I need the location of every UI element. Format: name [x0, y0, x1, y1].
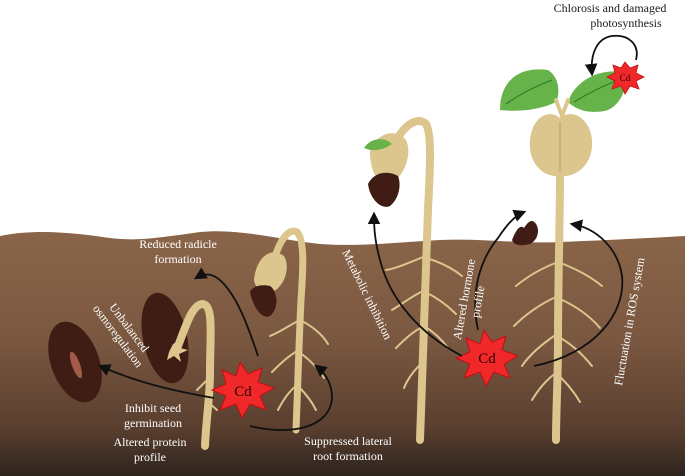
cd-label-left: Cd: [234, 384, 252, 400]
arrow-ros: [533, 219, 624, 367]
hooked-seedling: [250, 227, 329, 434]
soil: [0, 231, 685, 476]
label-altered-protein-1: Altered protein: [114, 435, 187, 449]
arrow-osmoregulation: [97, 364, 215, 399]
label-altered-hormone-2: profile: [468, 285, 487, 319]
mature-seedling: [500, 69, 625, 444]
germinating-seed: [141, 292, 218, 450]
arrow-radicle: [193, 267, 259, 357]
dormant-seed: [48, 321, 102, 403]
cd-burst-left: Cd: [210, 360, 276, 420]
label-altered-protein-2: profile: [134, 450, 166, 464]
label-suppressed-2: root formation: [313, 449, 383, 463]
label-reduced-radicle-2: formation: [154, 252, 201, 266]
arrow-metabolic: [367, 211, 463, 357]
emerging-seedling: [364, 117, 463, 444]
label-suppressed-1: Suppressed lateral: [304, 434, 392, 448]
cd-label-center: Cd: [478, 351, 496, 367]
label-chlorosis-1: Chlorosis and damaged: [554, 1, 667, 15]
cotyledon: [529, 114, 593, 177]
cd-label-leaf: Cd: [620, 73, 631, 83]
label-chlorosis-2: photosynthesis: [590, 16, 662, 30]
right-leaf: [568, 71, 625, 112]
arrow-chlorosis: [584, 34, 638, 77]
cd-burst-center: Cd: [454, 328, 520, 388]
label-reduced-radicle-1: Reduced radicle: [139, 237, 217, 251]
dry-sprout: [512, 221, 538, 246]
label-inhibit-2: germination: [124, 416, 182, 430]
cd-burst-leaf: Cd: [606, 61, 645, 95]
arrow-lateral-root: [249, 364, 333, 431]
arrow-hormone: [474, 209, 527, 331]
label-inhibit-1: Inhibit seed: [125, 401, 181, 415]
